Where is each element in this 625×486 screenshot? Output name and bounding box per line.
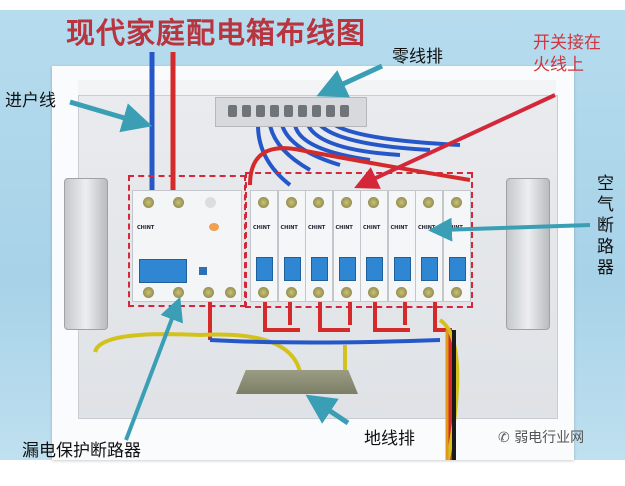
air-breaker: CHINT	[415, 190, 443, 302]
rcd-test-button	[199, 267, 207, 275]
breaker-toggle-handle	[448, 257, 466, 281]
breaker-brand: CHINT	[308, 225, 326, 231]
air-breaker: CHINT	[250, 190, 278, 302]
breaker-toggle-handle	[338, 257, 356, 281]
rcd-brand: CHINT	[137, 225, 155, 231]
air-breaker: CHINT	[332, 190, 361, 302]
breaker-brand: CHINT	[390, 225, 408, 231]
neutral-wires	[256, 123, 461, 187]
neutral-bar	[215, 97, 367, 127]
page-title: 现代家庭配电箱布线图	[66, 16, 367, 50]
arrow-ground-bar	[305, 394, 350, 426]
arrow-rcd	[124, 296, 183, 441]
breaker-toggle-handle	[311, 257, 328, 281]
label-air-breaker: 空 气 断 路 器	[597, 174, 614, 279]
arrow-neutral-bar	[316, 63, 384, 98]
din-rail-bracket-left	[64, 178, 108, 330]
breaker-toggle-handle	[421, 257, 438, 281]
arrow-switch-note	[354, 93, 556, 189]
label-air-breaker-char: 路	[597, 237, 614, 257]
label-rcd-breaker: 漏电保护断路器	[22, 441, 141, 461]
wechat-icon: ✆	[498, 430, 515, 446]
load-neutral-wire	[209, 338, 441, 345]
din-rail-bracket-right	[506, 178, 550, 330]
breaker-toggle-handle	[283, 257, 301, 281]
watermark-text: 弱电行业网	[514, 430, 585, 446]
breaker-brand: CHINT	[363, 225, 381, 231]
breaker-toggle-handle	[393, 257, 411, 281]
ground-bar	[236, 370, 358, 394]
label-switch-note-line1: 开关接在	[533, 33, 601, 53]
load-live-wires	[263, 300, 452, 460]
label-air-breaker-char: 器	[597, 258, 614, 278]
arrow-air-breaker	[428, 217, 591, 242]
label-air-breaker-char: 断	[597, 216, 614, 236]
breaker-brand: CHINT	[280, 225, 298, 231]
label-air-breaker-char: 空	[597, 174, 614, 194]
breaker-toggle-handle	[366, 257, 383, 281]
label-incoming-line: 进户线	[5, 91, 56, 111]
breaker-brand: CHINT	[418, 225, 436, 231]
watermark: ✆ 弱电行业网	[498, 427, 584, 447]
label-air-breaker-char: 气	[597, 195, 614, 215]
breaker-brand: CHINT	[253, 225, 271, 231]
arrow-incoming-line	[69, 99, 153, 133]
breaker-brand: CHINT	[335, 225, 353, 231]
label-switch-note-line2: 火线上	[533, 55, 584, 75]
label-neutral-bar: 零线排	[392, 47, 443, 67]
breaker-toggle-handle	[256, 257, 273, 281]
label-ground-bar: 地线排	[364, 429, 415, 449]
rcd-breaker: CHINT	[132, 190, 242, 302]
label-switch-note: 开关接在 火线上	[533, 32, 601, 76]
air-breaker: CHINT	[442, 190, 471, 302]
rcd-toggle-handle	[139, 259, 187, 283]
